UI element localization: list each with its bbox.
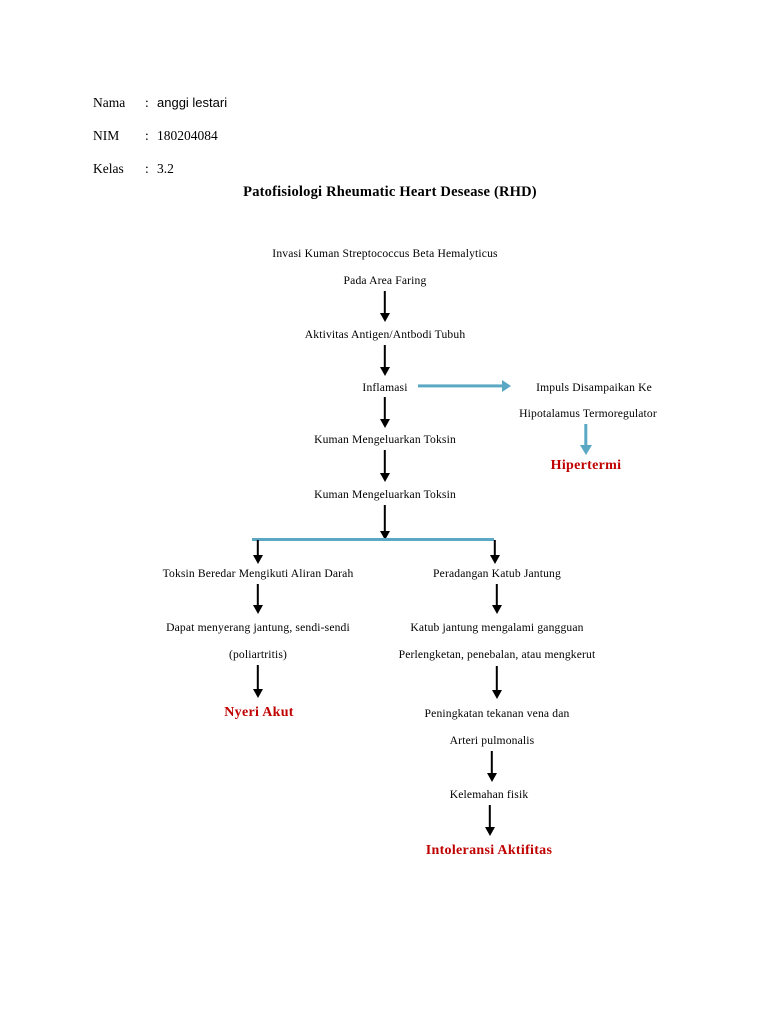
arrow-head [492, 690, 502, 699]
identity-row-kelas: Kelas:3.2 [93, 152, 227, 185]
split-bar-connector [252, 538, 494, 542]
identity-colon-nama: : [145, 95, 149, 110]
arrow-shaft [495, 584, 499, 606]
arrow-head [490, 555, 500, 564]
arrow-shaft [383, 505, 387, 532]
arrow-shaft [256, 540, 260, 556]
flow-node-intoleransi: Intoleransi Aktifitas [425, 843, 553, 858]
identity-colon-kelas: : [145, 161, 149, 176]
flow-node-toksin-beredar: Toksin Beredar Mengikuti Aliran Darah [162, 567, 354, 580]
identity-label-nama: Nama [93, 95, 126, 110]
flow-node-peningkatan-vena: Peningkatan tekanan vena dan [424, 707, 570, 720]
arrow-shaft [490, 751, 494, 774]
arrow-head [253, 605, 263, 614]
arrow-shaft [383, 291, 387, 314]
flow-node-aktivitas: Aktivitas Antigen/Antbodi Tubuh [304, 328, 466, 341]
identity-value-nama: anggi lestari [157, 95, 228, 110]
arrow-shaft [495, 666, 499, 691]
arrow-head [380, 473, 390, 482]
arrow-shaft [256, 665, 260, 690]
arrow-head [380, 419, 390, 428]
arrow-head [502, 380, 511, 392]
identity-colon-nim: : [145, 128, 149, 143]
arrow-head [580, 445, 592, 455]
identity-value-kelas: 3.2 [157, 161, 174, 176]
arrow-shaft [256, 584, 260, 606]
flow-node-menyerang: Dapat menyerang jantung, sendi-sendi [166, 621, 350, 634]
arrow-shaft [383, 397, 387, 420]
arrow-shaft [488, 805, 492, 828]
arrow-shaft [383, 450, 387, 474]
arrow-shaft [418, 384, 503, 388]
flow-node-invasi: Invasi Kuman Streptococcus Beta Hemalyti… [272, 247, 498, 260]
identity-value-nim: 180204084 [157, 128, 218, 143]
arrow-head [380, 313, 390, 322]
flow-node-faring: Pada Area Faring [343, 274, 427, 287]
arrow-shaft [493, 540, 497, 556]
flow-node-inflamasi: Inflamasi [362, 381, 408, 394]
arrow-head [253, 555, 263, 564]
arrow-head [492, 605, 502, 614]
arrow-inflamasi-to-impuls [418, 380, 511, 392]
arrow-head [380, 367, 390, 376]
flow-node-arteri-pulmonalis: Arteri pulmonalis [449, 734, 535, 747]
arrow-head [380, 531, 390, 540]
arrow-head [253, 689, 263, 698]
flow-node-toksin-2: Kuman Mengeluarkan Toksin [314, 488, 456, 501]
flow-node-katub-gangguan: Katub jantung mengalami gangguan [410, 621, 584, 634]
flow-node-hipertermi: Hipertermi [550, 458, 622, 473]
flow-node-nyeri-akut: Nyeri Akut [224, 705, 294, 720]
flow-node-toksin-1: Kuman Mengeluarkan Toksin [314, 433, 456, 446]
flow-node-kelemahan-fisik: Kelemahan fisik [449, 788, 529, 801]
arrow-shaft [584, 424, 588, 446]
arrow-head [485, 827, 495, 836]
flow-node-perlengketan: Perlengketan, penebalan, atau mengkerut [398, 648, 596, 661]
student-identity-block: Nama:anggi lestari NIM:180204084 Kelas:3… [93, 86, 227, 185]
flow-node-impuls: Impuls Disampaikan Ke [536, 381, 652, 394]
identity-label-nim: NIM [93, 128, 120, 143]
page-title: Patofisiologi Rheumatic Heart Desease (R… [243, 184, 537, 200]
arrow-head [487, 773, 497, 782]
flow-node-hipotalamus: Hipotalamus Termoregulator [519, 407, 657, 420]
flow-node-poliartritis: (poliartritis) [228, 648, 288, 661]
identity-row-nim: NIM:180204084 [93, 119, 227, 152]
identity-label-kelas: Kelas [93, 161, 124, 176]
arrow-shaft [383, 345, 387, 368]
identity-row-nama: Nama: anggi lestari [93, 86, 227, 119]
flow-node-peradangan-katub: Peradangan Katub Jantung [433, 567, 561, 580]
